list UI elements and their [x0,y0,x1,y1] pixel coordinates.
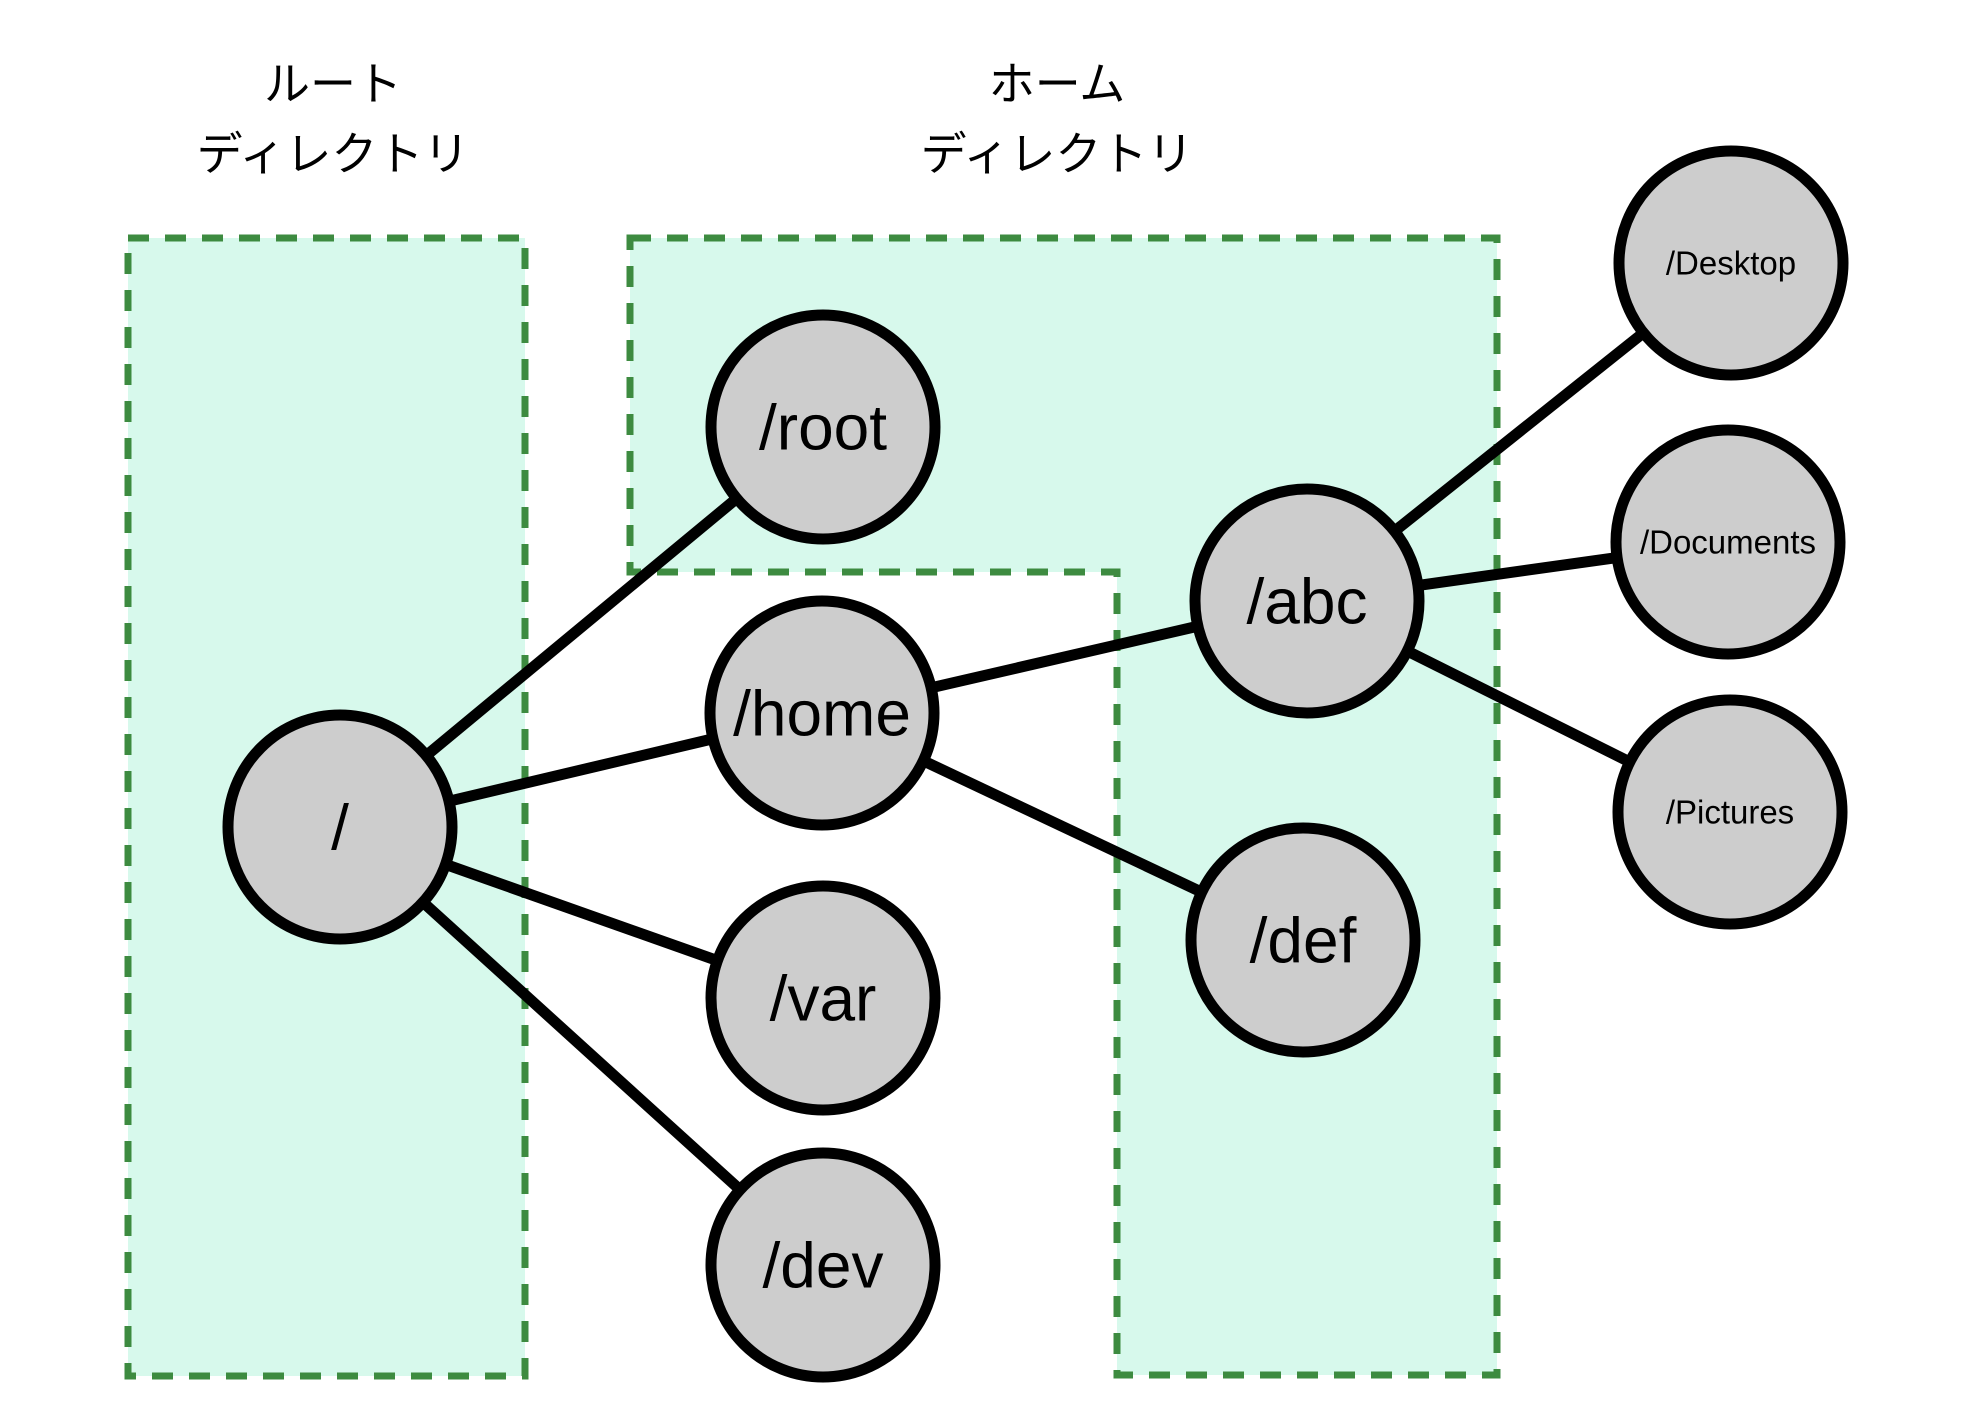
node-def-circle [1185,822,1421,1058]
node-slash-label: / [331,791,349,863]
node-slash: / [222,709,458,945]
node-def: /def [1185,822,1421,1058]
node-pictures-circle [1612,694,1848,930]
directory-nodes-layer: / /root/home/var/dev/abc/def/Desktop/Docu… [222,145,1849,1383]
node-desktop: /Desktop [1613,145,1849,381]
node-dev-label: /dev [763,1229,884,1301]
node-desktop-circle [1613,145,1849,381]
home-directory-caption-line-2: ディレクトリ [921,128,1194,180]
node-pictures-label: /Pictures [1666,794,1794,831]
node-dev-circle [705,1147,941,1383]
node-root-label: /root [759,391,887,463]
node-documents-circle [1610,424,1846,660]
node-root-circle [705,309,941,545]
node-pictures: /Pictures [1612,694,1848,930]
root-directory-caption-line-2: ディレクトリ [197,128,470,180]
node-var-circle [705,880,941,1116]
node-home-circle [704,595,940,831]
node-abc-circle [1189,483,1425,719]
node-def-label: /def [1250,904,1357,976]
node-dev: /dev [705,1147,941,1383]
root-directory-caption-line-1: ルート [264,58,402,110]
node-desktop-label: /Desktop [1666,245,1796,282]
node-var: /var [705,880,941,1116]
home-directory-caption-line-1: ホーム [989,58,1126,110]
node-slash-circle [222,709,458,945]
captions-layer: ルート ディレクトリ ホーム ディレクトリ [197,58,1194,180]
node-home-label: /home [733,677,911,749]
node-home: /home [704,595,940,831]
node-documents-label: /Documents [1640,524,1816,561]
node-var-label: /var [770,962,877,1034]
node-root: /root [705,309,941,545]
node-abc: /abc [1189,483,1425,719]
node-documents: /Documents [1610,424,1846,660]
node-abc-label: /abc [1247,565,1368,637]
